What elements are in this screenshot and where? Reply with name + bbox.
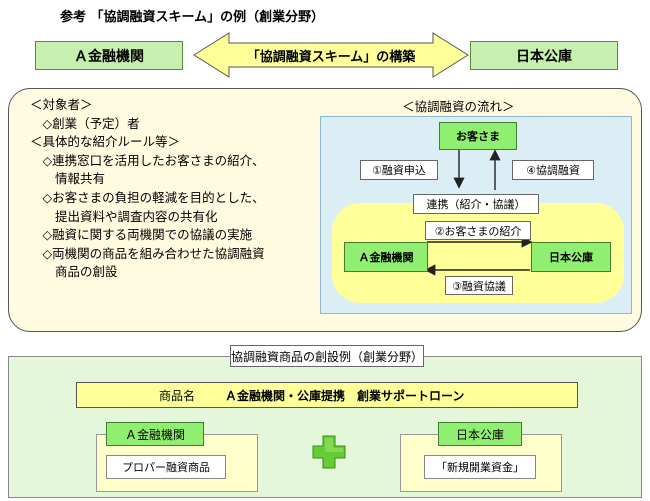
- customer-node: お客さま: [439, 122, 517, 150]
- bank-a-node: Ａ金融機関: [344, 242, 428, 272]
- step-4-label: ④協調融資: [512, 160, 594, 180]
- bank-a-box: Ａ金融機関: [35, 41, 183, 70]
- jfc-product: 「新規開業資金」: [424, 455, 536, 479]
- collaboration-label: 連携（紹介・協議）: [413, 194, 539, 214]
- plus-icon: [312, 435, 346, 469]
- text-line: ◇両機関の商品を組み合わせた協調融資: [30, 245, 265, 261]
- step-1-label: ①融資申込: [360, 160, 438, 180]
- page-title: 参考 「協調融資スキーム」の例（創業分野）: [60, 10, 325, 25]
- text-line: ◇創業（予定）者: [30, 115, 140, 131]
- bank-a-product-org: Ａ金融機関: [106, 422, 204, 446]
- product-name-bar: 商品名 Ａ金融機関・公庫提携 創業サポートローン: [76, 382, 578, 408]
- double-arrow-shape: [193, 32, 469, 78]
- text-line: ◇融資に関する両機関での協議の実施: [30, 227, 253, 243]
- text-line: ＜具体的な紹介ルール等＞: [30, 134, 181, 150]
- text-line: ＜対象者＞: [30, 97, 93, 112]
- product-name-label: 商品名: [159, 389, 196, 403]
- step-2-label: ②お客さまの紹介: [425, 221, 531, 240]
- bank-a-product: プロパー融資商品: [106, 455, 226, 479]
- text-line: 提出資料や調査内容の共有化: [30, 208, 218, 224]
- introduction-rules: ＜対象者＞ ◇創業（予定）者 ＜具体的な紹介ルール等＞ ◇連携窓口を活用したお客…: [30, 96, 265, 282]
- text-line: ◇連携窓口を活用したお客さまの紹介、: [30, 152, 265, 168]
- product-name: Ａ金融機関・公庫提携 創業サポートローン: [225, 389, 465, 403]
- jfc-box: 日本公庫: [470, 41, 618, 70]
- text-line: 商品の創設: [30, 264, 118, 280]
- flow-heading: ＜協調融資の流れ＞: [402, 99, 515, 114]
- step-3-label: ③融資協議: [445, 276, 513, 295]
- jfc-node: 日本公庫: [531, 242, 611, 272]
- text-line: ◇お客さまの負担の軽減を目的とした、: [30, 189, 265, 205]
- text-line: 情報共有: [30, 171, 106, 187]
- product-example-heading: 協調融資商品の創設例（創業分野）: [230, 345, 424, 367]
- scheme-arrow-label: 「協調融資スキーム」の構築: [246, 49, 416, 65]
- jfc-product-org: 日本公庫: [438, 422, 522, 446]
